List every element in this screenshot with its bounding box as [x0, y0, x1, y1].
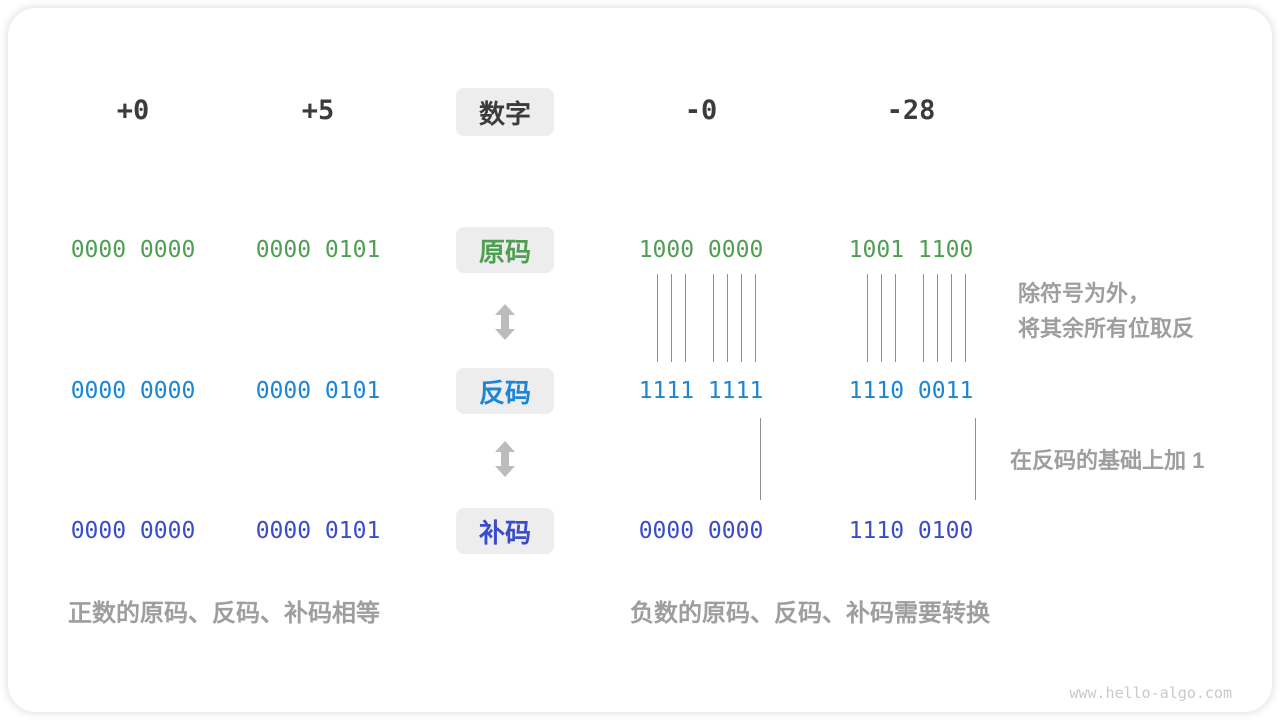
- flip-annotation: 除符号为外， 将其余所有位取反: [1018, 276, 1194, 346]
- twos-complement-value-neg-28: 1110 0100: [848, 518, 974, 544]
- ones-complement-label-chip: 反码: [456, 368, 554, 414]
- bit-flip-line: [881, 274, 882, 362]
- twos-complement-value-neg-zero: 0000 0000: [638, 518, 764, 544]
- diagram-card: +0 +5 数字 -0 -28 0000 0000 0000 0101 原码 1…: [8, 8, 1272, 712]
- double-arrow-icon: [494, 304, 516, 340]
- bit-flip-line: [685, 274, 686, 362]
- sign-magnitude-value-pos-five: 0000 0101: [255, 237, 381, 263]
- bit-flip-line: [741, 274, 742, 362]
- twos-complement-label-text: 补码: [478, 517, 531, 548]
- flip-annotation-line1: 除符号为外，: [1018, 281, 1151, 306]
- ones-complement-value-neg-28: 1110 0011: [848, 378, 974, 404]
- negative-numbers-caption: 负数的原码、反码、补码需要转换: [630, 600, 990, 627]
- bit-flip-line: [671, 274, 672, 362]
- header-number-neg-zero: -0: [684, 95, 718, 126]
- sign-magnitude-value-neg-zero: 1000 0000: [638, 237, 764, 263]
- ones-complement-value-pos-zero: 0000 0000: [70, 378, 196, 404]
- bit-flip-line: [895, 274, 896, 362]
- ones-complement-value-neg-zero: 1111 1111: [638, 378, 764, 404]
- header-number-neg-28: -28: [886, 95, 936, 126]
- bit-flip-line: [951, 274, 952, 362]
- sign-magnitude-value-pos-zero: 0000 0000: [70, 237, 196, 263]
- header-label-text: 数字: [478, 98, 531, 129]
- add-one-line: [975, 418, 976, 500]
- ones-complement-label-text: 反码: [478, 377, 531, 408]
- site-url: www.hello-algo.com: [1069, 684, 1232, 702]
- twos-complement-label-chip: 补码: [456, 508, 554, 554]
- bit-flip-line: [755, 274, 756, 362]
- ones-complement-value-pos-five: 0000 0101: [255, 378, 381, 404]
- header-number-pos-zero: +0: [116, 95, 150, 126]
- sign-magnitude-label-text: 原码: [478, 236, 531, 267]
- add-one-line: [760, 418, 761, 500]
- bit-flip-line: [937, 274, 938, 362]
- header-number-pos-five: +5: [301, 95, 335, 126]
- flip-annotation-line2: 将其余所有位取反: [1018, 316, 1195, 341]
- sign-magnitude-label-chip: 原码: [456, 227, 554, 273]
- bit-flip-line: [713, 274, 714, 362]
- bit-flip-line: [727, 274, 728, 362]
- twos-complement-value-pos-five: 0000 0101: [255, 518, 381, 544]
- add-one-annotation: 在反码的基础上加 1: [1010, 448, 1205, 473]
- bit-flip-line: [923, 274, 924, 362]
- positive-numbers-caption: 正数的原码、反码、补码相等: [68, 600, 380, 627]
- double-arrow-icon: [494, 441, 516, 477]
- bit-flip-line: [867, 274, 868, 362]
- sign-magnitude-value-neg-28: 1001 1100: [848, 237, 974, 263]
- twos-complement-value-pos-zero: 0000 0000: [70, 518, 196, 544]
- header-label-chip: 数字: [456, 88, 554, 136]
- bit-flip-line: [965, 274, 966, 362]
- bit-flip-line: [657, 274, 658, 362]
